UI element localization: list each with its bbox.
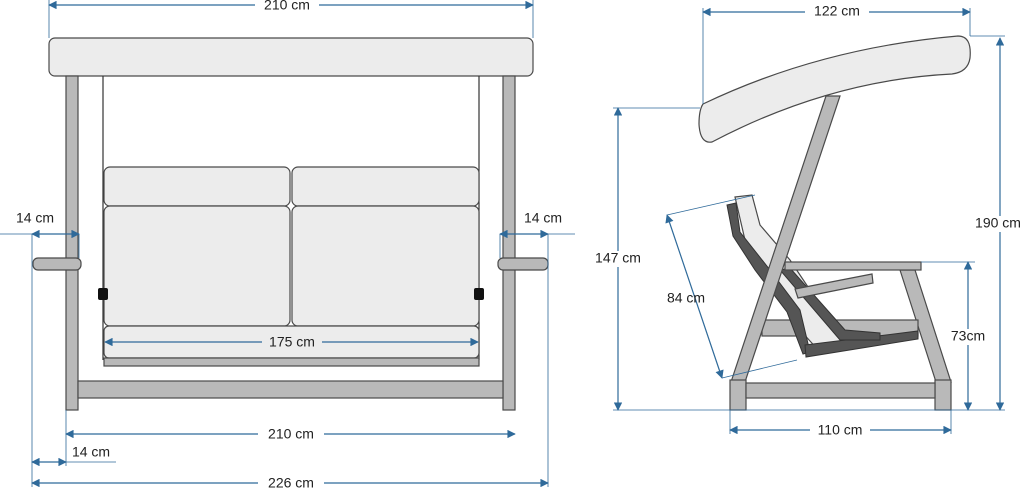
label-seat-height: 73cm: [951, 328, 985, 344]
left-armrest: [32, 257, 82, 271]
label-base-depth: 110 cm: [818, 422, 863, 438]
label-bottom-offset: 14 cm: [72, 444, 110, 460]
seat-base: [103, 357, 480, 367]
label-base-width: 210 cm: [268, 426, 314, 442]
base-beam: [745, 382, 936, 399]
right-chain-hook: [474, 288, 484, 300]
label-top-width: 210 cm: [264, 0, 310, 13]
label-right-armrest-offset: 14 cm: [524, 210, 562, 226]
label-seat-width: 175 cm: [269, 334, 315, 350]
label-total-width: 226 cm: [268, 475, 314, 490]
side-extension-lines: [613, 8, 1005, 434]
label-backrest-length: 84 cm: [667, 290, 705, 306]
right-armrest: [497, 257, 549, 271]
back-cushion-right: [291, 205, 480, 327]
label-canopy-depth: 122 cm: [814, 3, 860, 19]
left-post: [65, 75, 79, 411]
back-cushion-left: [103, 205, 291, 327]
label-canopy-front-height: 147 cm: [595, 250, 641, 266]
side-canopy: [698, 35, 971, 143]
rear-foot: [934, 379, 952, 411]
dim-backrest-length: [665, 214, 724, 379]
front-foot: [729, 379, 747, 411]
left-chain-hook: [98, 288, 108, 300]
front-view: 210 cm 14 cm 14 cm 175 cm 210 cm 14 cm 2…: [0, 0, 575, 490]
back-cushion-top-right: [291, 166, 480, 207]
armrest: [794, 273, 874, 299]
seat-top-bar: [784, 261, 922, 271]
front-canopy: [48, 37, 534, 77]
label-left-armrest-offset: 14 cm: [16, 210, 54, 226]
back-cushion-top-left: [103, 166, 291, 207]
label-total-height: 190 cm: [975, 215, 1021, 231]
bottom-beam: [77, 380, 504, 399]
right-post: [502, 75, 516, 411]
side-view: 122 cm 147 cm 84 cm 190 cm 73cm 110 cm: [590, 3, 1024, 438]
